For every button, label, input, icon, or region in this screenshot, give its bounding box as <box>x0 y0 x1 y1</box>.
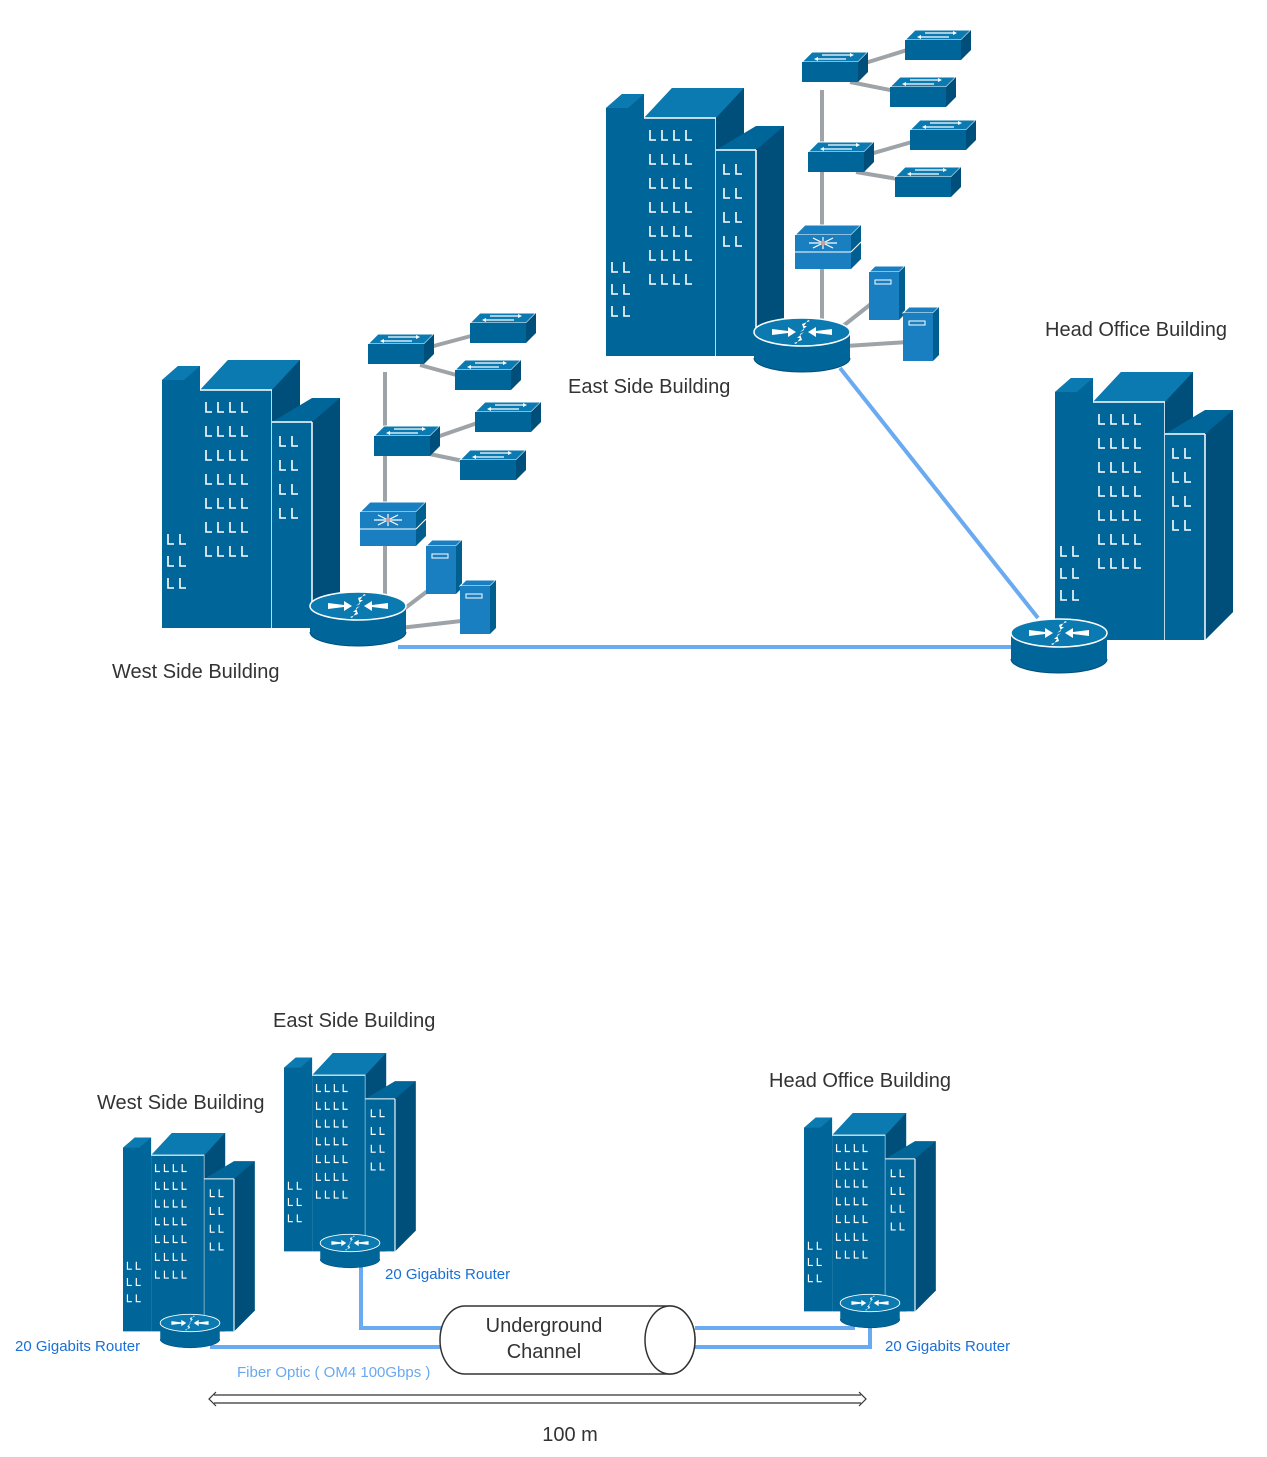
east-router-top <box>753 317 851 373</box>
east-building-label-bottom: East Side Building <box>273 1010 435 1032</box>
east-server-2 <box>902 306 940 362</box>
top-fiber-links <box>398 366 1040 649</box>
west-switch-2 <box>469 312 537 344</box>
east-switch-6 <box>894 166 962 198</box>
west-router-top <box>309 591 407 647</box>
east-switch-2 <box>904 29 972 61</box>
east-building-top <box>605 87 785 357</box>
head-office-router-top <box>1010 618 1108 674</box>
east-switch-5 <box>909 119 977 151</box>
west-switch-1 <box>367 333 435 365</box>
west-server-2 <box>459 579 497 635</box>
west-server-1 <box>425 539 463 595</box>
east-switch-1 <box>801 51 869 83</box>
west-switch-3 <box>454 359 522 391</box>
west-building-bottom <box>122 1132 256 1332</box>
head-office-label-top: Head Office Building <box>1045 319 1227 341</box>
east-building-bottom <box>283 1052 417 1252</box>
fiber-optic-label: Fiber Optic ( OM4 100Gbps ) <box>237 1364 430 1381</box>
west-switch-6 <box>459 449 527 481</box>
west-router-bottom <box>159 1313 221 1349</box>
head-office-router-bottom <box>839 1293 901 1329</box>
head-office-building-top <box>1054 371 1234 641</box>
east-router-bottom <box>319 1233 381 1269</box>
west-switch-5 <box>474 401 542 433</box>
bottom-fiber-links <box>210 1262 872 1349</box>
east-core-switch <box>794 224 862 270</box>
underground-channel <box>439 1305 696 1375</box>
west-switch-4 <box>373 425 441 457</box>
east-switch-3 <box>889 76 957 108</box>
channel-label-line2: Channel <box>507 1341 582 1363</box>
distance-arrow <box>208 1391 867 1407</box>
west-building-label-bottom: West Side Building <box>97 1092 265 1114</box>
east-switch-4 <box>807 141 875 173</box>
east-building-label-top: East Side Building <box>568 376 730 398</box>
east-server-1 <box>868 265 906 321</box>
west-core-switch <box>359 501 427 547</box>
head-office-label-bottom: Head Office Building <box>769 1070 951 1092</box>
head-office-router-label: 20 Gigabits Router <box>885 1338 1010 1355</box>
west-building-label-top: West Side Building <box>112 661 280 683</box>
west-router-label: 20 Gigabits Router <box>15 1338 140 1355</box>
west-building-top <box>161 359 341 629</box>
east-router-label: 20 Gigabits Router <box>385 1266 510 1283</box>
head-office-building-bottom <box>803 1112 937 1312</box>
channel-label-line1: Underground <box>486 1315 603 1337</box>
distance-label: 100 m <box>542 1424 598 1446</box>
